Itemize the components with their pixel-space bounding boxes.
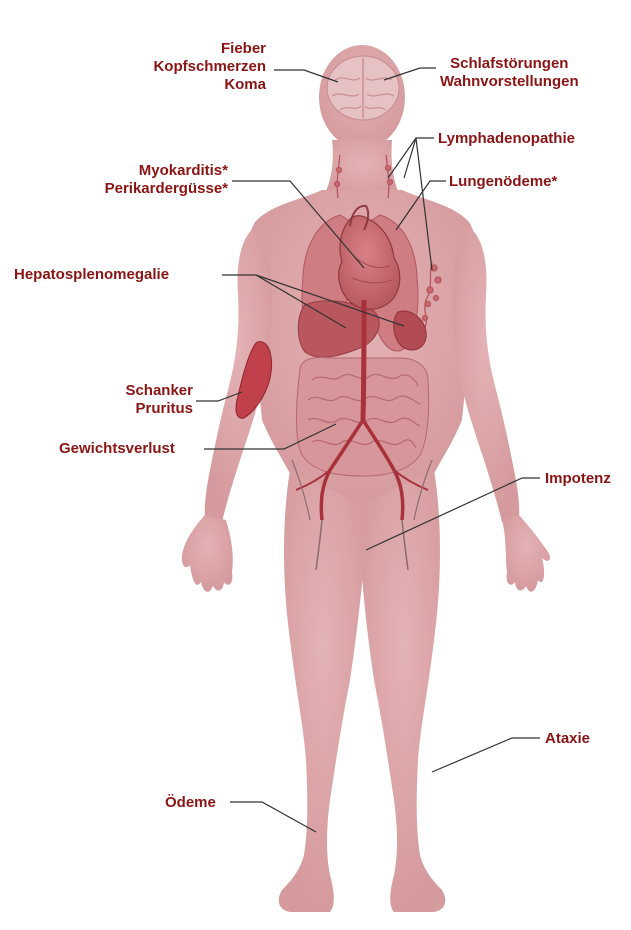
label-myokarditis: Myokarditis*	[105, 162, 228, 180]
label-oedeme: Ödeme	[165, 794, 216, 812]
label-group-skin: Schanker Pruritus	[125, 382, 193, 418]
label-pruritus: Pruritus	[125, 400, 193, 418]
right-leg	[360, 470, 445, 912]
label-group-brain-right: Schlafstörungen Wahnvorstellungen	[440, 55, 579, 91]
label-perikardergusse: Perikardergüsse*	[105, 180, 228, 198]
label-kopfschmerzen: Kopfschmerzen	[153, 58, 266, 76]
label-koma: Koma	[153, 76, 266, 94]
brain	[327, 56, 399, 120]
label-fieber: Fieber	[153, 40, 266, 58]
label-group-brain-left: Fieber Kopfschmerzen Koma	[153, 40, 266, 94]
label-impotenz: Impotenz	[545, 470, 611, 488]
label-wahnvorstellungen: Wahnvorstellungen	[440, 73, 579, 91]
left-leg	[279, 470, 366, 912]
label-schanker: Schanker	[125, 382, 193, 400]
label-gewichtsverlust: Gewichtsverlust	[59, 440, 175, 458]
right-hand	[502, 515, 550, 592]
right-arm	[452, 225, 519, 522]
left-hand	[182, 515, 233, 592]
label-lymphadenopathie: Lymphadenopathie	[438, 130, 575, 148]
label-lungenoedeme: Lungenödeme*	[449, 173, 557, 191]
label-group-heart: Myokarditis* Perikardergüsse*	[105, 162, 228, 198]
label-schlafstoerungen: Schlafstörungen	[440, 55, 579, 73]
label-hepatosplenomegalie: Hepatosplenomegalie	[14, 266, 169, 284]
label-ataxie: Ataxie	[545, 730, 590, 748]
